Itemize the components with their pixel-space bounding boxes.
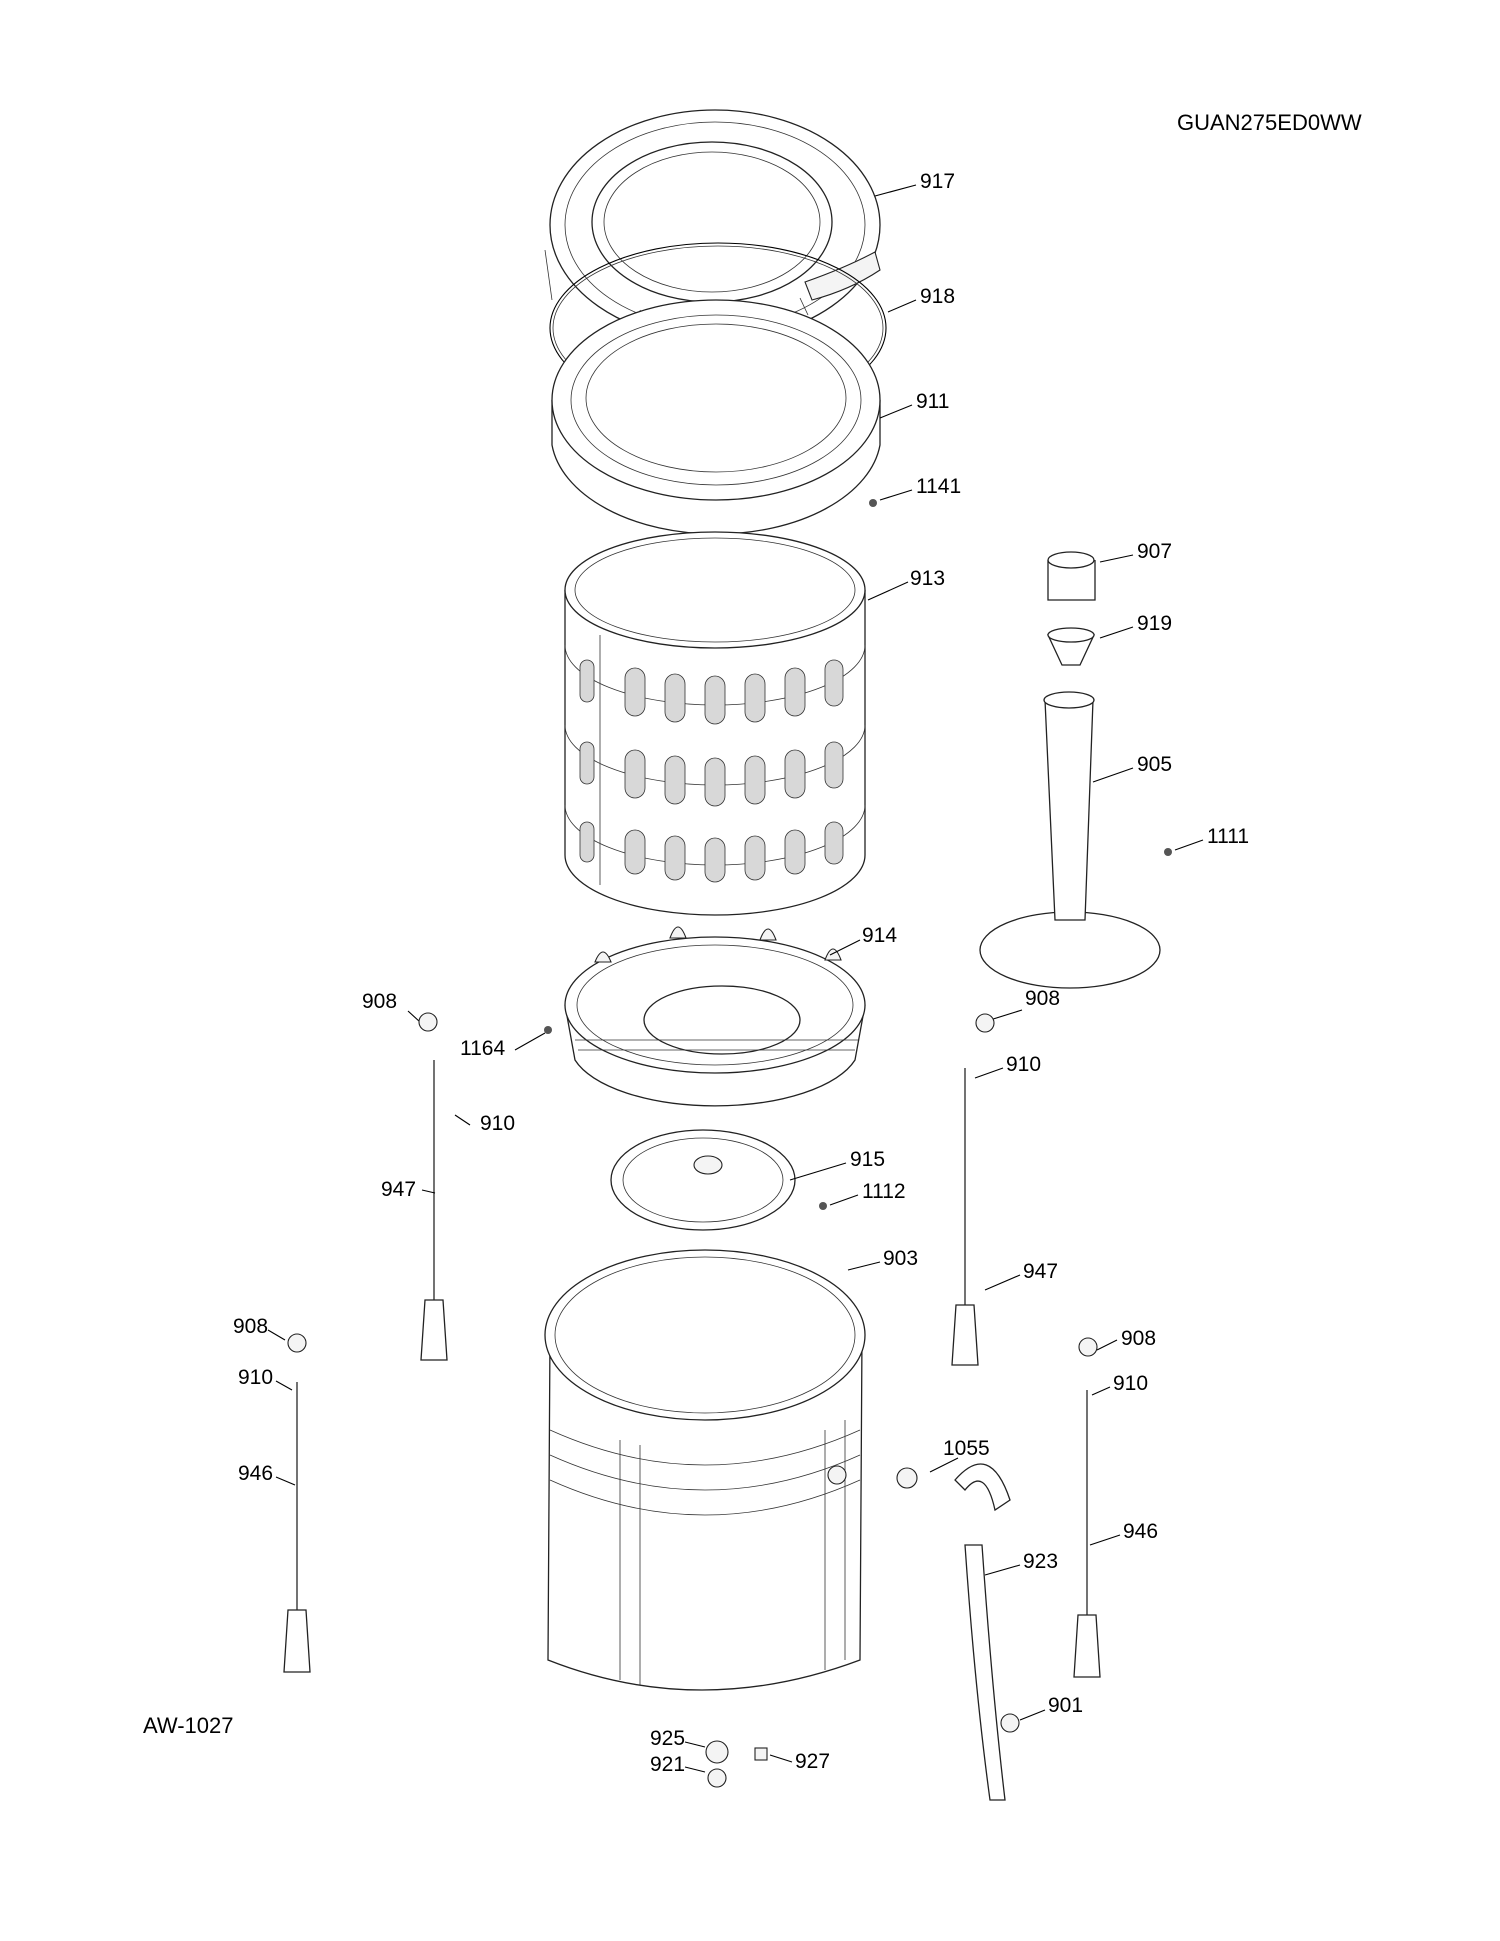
callout-914: 914 bbox=[862, 924, 897, 947]
part-911-balance-ring bbox=[551, 299, 881, 535]
callout-908-lower-right: 908 bbox=[1121, 1327, 1156, 1350]
part-917-tub-cover bbox=[544, 109, 881, 341]
callout-907: 907 bbox=[1137, 540, 1172, 563]
diagram-code: AW-1027 bbox=[143, 1713, 234, 1738]
callout-1164: 1164 bbox=[460, 1037, 505, 1060]
part-915-hub-plate bbox=[610, 1129, 796, 1231]
callout-946-right: 946 bbox=[1123, 1520, 1158, 1543]
part-946-left-rod bbox=[283, 1382, 311, 1673]
callout-913: 913 bbox=[910, 567, 945, 590]
callout-1112: 1112 bbox=[862, 1180, 906, 1203]
callout-908-left: 908 bbox=[362, 990, 397, 1013]
model-number: GUAN275ED0WW bbox=[1177, 110, 1362, 135]
callout-927: 927 bbox=[795, 1750, 830, 1773]
part-947-left-rod bbox=[420, 1060, 448, 1361]
callout-908-lower-left: 908 bbox=[233, 1315, 268, 1338]
callout-1055: 1055 bbox=[943, 1437, 990, 1460]
part-913-wash-basket bbox=[564, 531, 866, 916]
part-905-agitator bbox=[979, 691, 1161, 989]
callout-925: 925 bbox=[650, 1727, 685, 1750]
callout-1141: 1141 bbox=[916, 475, 961, 498]
callout-910-right: 910 bbox=[1006, 1053, 1041, 1076]
callout-917: 917 bbox=[920, 170, 955, 193]
callout-915: 915 bbox=[850, 1148, 885, 1171]
part-923-drain-hose bbox=[954, 1463, 1011, 1801]
callout-901: 901 bbox=[1048, 1694, 1083, 1717]
leader-lines bbox=[267, 184, 1204, 1773]
callout-923: 923 bbox=[1023, 1550, 1058, 1573]
callouts: 917 918 911 1141 907 919 913 905 1111 91… bbox=[233, 170, 1249, 1776]
callout-911: 911 bbox=[916, 390, 949, 413]
callout-921: 921 bbox=[650, 1753, 685, 1776]
part-947-right-rod bbox=[951, 1068, 979, 1366]
callout-919: 919 bbox=[1137, 612, 1172, 635]
part-914-pulsator-base bbox=[564, 926, 866, 1107]
callout-908-right: 908 bbox=[1025, 987, 1060, 1010]
fasteners bbox=[287, 499, 1172, 1788]
part-919-cone bbox=[1046, 627, 1096, 666]
part-946-right-rod bbox=[1073, 1390, 1101, 1678]
callout-918: 918 bbox=[920, 285, 955, 308]
part-907-cap bbox=[1047, 551, 1096, 601]
callout-947-right: 947 bbox=[1023, 1260, 1058, 1283]
callout-910-lower-left: 910 bbox=[238, 1366, 273, 1389]
callout-1111: 1111 bbox=[1207, 825, 1249, 848]
callout-946-left: 946 bbox=[238, 1462, 273, 1485]
part-903-outer-tub bbox=[544, 1249, 866, 1691]
callout-905: 905 bbox=[1137, 753, 1172, 776]
callout-903: 903 bbox=[883, 1247, 918, 1270]
callout-947-left: 947 bbox=[381, 1178, 416, 1201]
callout-910-lower-right: 910 bbox=[1113, 1372, 1148, 1395]
callout-910-left: 910 bbox=[480, 1112, 515, 1135]
